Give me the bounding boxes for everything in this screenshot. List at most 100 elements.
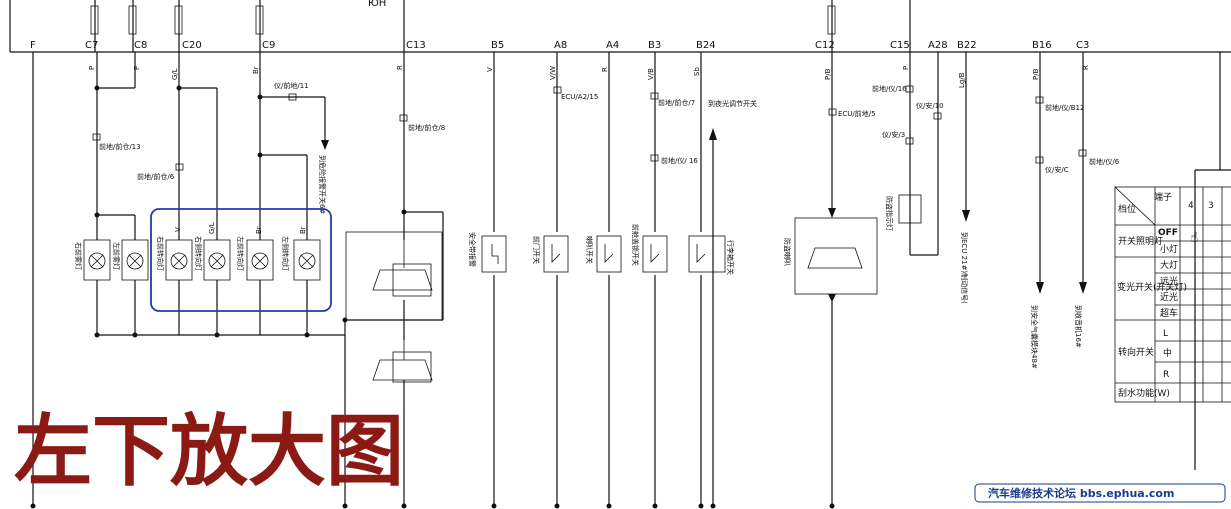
component-label: 左前雾灯 (112, 242, 121, 270)
component-label: 到危险报警开关6# (318, 155, 327, 214)
component-label: 前舱盖锁开关 (631, 224, 640, 266)
table-row-label: 开关照明灯 (1118, 235, 1163, 247)
component-label: 左侧转向灯 (281, 236, 290, 271)
top-fragment-text: ЮН (368, 0, 386, 9)
component-label: 到安全气囊模块48# (1030, 305, 1039, 369)
connector-markers (92, 85, 1087, 171)
connector-label: 前地/仪/6 (1089, 157, 1120, 166)
table-col: 4 (1188, 201, 1194, 211)
bus-letter: C8 (134, 40, 147, 51)
wire-color: G/L (208, 222, 216, 234)
wire-color: P (133, 66, 141, 70)
switches (481, 194, 922, 295)
component-label: 行李箱开关 (726, 240, 735, 275)
watermark-text: 汽车维修技术论坛 bbs.ephua.com (988, 486, 1174, 500)
wire-color: P (902, 66, 910, 70)
table-row-label: 远光 (1160, 275, 1178, 287)
wire-color: V/W (549, 66, 557, 80)
highlight-box (150, 208, 332, 312)
component-label: 防盗指示灯 (885, 196, 894, 231)
bus-letter: A28 (928, 40, 948, 51)
component-label: 喇叭开关 (585, 236, 594, 264)
bus-letter: C12 (815, 40, 835, 51)
bus-letter: C13 (406, 40, 426, 51)
connector-label: 前地/仪/ 16 (661, 156, 698, 165)
component-label: 右前雾灯 (74, 242, 83, 270)
bus-letter: B22 (957, 40, 977, 51)
connector-label: 前地/前仓/7 (658, 98, 695, 107)
table-row-label: 变光开关(开关灯) (1117, 281, 1187, 293)
connector-label: 前地/仪/B12 (1045, 103, 1084, 112)
component-label: 左前转向灯 (236, 236, 245, 271)
connector-labels: 前地/前仓/13 前地/前仓/6 仪/前地/11 前地/前仓/8 ECU/A2/… (99, 81, 1120, 181)
table-row-label: 转向开关 (1118, 346, 1154, 358)
wire-color: G/L (171, 68, 179, 80)
component-label: 到夜光调节开关 (708, 99, 757, 108)
wire-color: V (174, 227, 182, 232)
wire-color: V/B (647, 68, 655, 80)
connector-label: 前地/前仓/13 (99, 142, 141, 151)
ground-points (30, 85, 835, 509)
component-label: 右侧转向灯 (194, 236, 203, 271)
bus-letter: B5 (491, 40, 504, 51)
wires (32, 52, 1231, 505)
fuses (90, 0, 911, 52)
wire-color: Br (299, 226, 307, 234)
wire-color: Sb (693, 67, 701, 76)
component-label: 前门开关 (532, 236, 541, 264)
connector-label: 仪/安/3 (882, 130, 905, 139)
bus-letter: A8 (554, 40, 567, 51)
component-label: 安全带报警 (468, 232, 477, 267)
bus-letter: A4 (606, 40, 619, 51)
horns (345, 231, 443, 383)
wire-color-labels: P P G/L Br R V V/W R V/B Sb P/B P Lg/B P… (88, 65, 1090, 234)
wire-color: V (486, 67, 494, 72)
table-row-label: 小灯 (1160, 244, 1178, 255)
lamp-labels: 右前雾灯 左前雾灯 右前转向灯 右侧转向灯 左前转向灯 左侧转向灯 到危险报警开… (74, 155, 327, 271)
wire-color: Br (252, 66, 260, 74)
wire-color: R (1082, 65, 1090, 70)
wire-color: P (88, 66, 96, 70)
bus-letters: F C7 C8 C20 C9 C13 B5 A8 A4 B3 B24 C12 C… (30, 40, 1089, 51)
bus-letter: F (30, 40, 36, 51)
connector-label: 前地/前仓/8 (408, 123, 445, 132)
table-row-label: 超车 (1160, 307, 1178, 319)
connector-label: 前地/仪/16 (872, 84, 907, 93)
wire-color: Lg/B (958, 72, 966, 88)
component-label: 到收音机16# (1074, 305, 1083, 348)
wire-color: Br (255, 226, 263, 234)
connector-label: 仪/安/C (1045, 165, 1069, 174)
wire-color: R (396, 65, 404, 70)
table-row-label: 近光 (1160, 291, 1178, 303)
wire-color: R (601, 67, 609, 72)
lamps (83, 239, 321, 281)
component-label: 右前转向灯 (156, 236, 165, 271)
table-header-terminal: 端子 (1154, 191, 1172, 203)
table-row-label: 大灯 (1160, 259, 1178, 271)
connector-label: ECU/A2/15 (561, 93, 598, 101)
component-label: 到ECU 21#)制动信号( (960, 232, 969, 304)
wire-color: P/B (824, 68, 832, 80)
watermark-frame (974, 483, 1226, 503)
table-row-label: L (1163, 329, 1168, 339)
connector-label: ECU/前地/5 (838, 109, 876, 118)
table-header-position: 档位 (1118, 203, 1136, 215)
bus-letter: C9 (262, 40, 275, 51)
table-row-label: 刮水功能(W) (1118, 387, 1170, 399)
component-label: 防盗喇叭 (783, 238, 792, 266)
connector-label: 仪/安/10 (916, 101, 944, 110)
table-col: 3 (1208, 201, 1214, 211)
hand-cursor-icon: ☝ (1190, 230, 1199, 246)
component-labels: 安全带报警 前门开关 喇叭开关 前舱盖锁开关 行李箱开关 到夜光调节开关 防盗喇… (468, 99, 1083, 369)
bus-letter: B16 (1032, 40, 1052, 51)
switch-table: 端子 档位 4 3 OFF 开关照明灯 小灯 大灯 变光开关(开关灯) 远光 近… (1114, 186, 1231, 403)
bus-letter: C20 (182, 40, 202, 51)
bus-letter: B3 (648, 40, 661, 51)
table-off: OFF (1158, 228, 1178, 238)
table-row-label: R (1163, 370, 1169, 380)
connector-label: 前地/前仓/6 (137, 172, 175, 181)
table-row-label: 中 (1163, 347, 1172, 359)
wire-color: P/B (1032, 68, 1040, 80)
